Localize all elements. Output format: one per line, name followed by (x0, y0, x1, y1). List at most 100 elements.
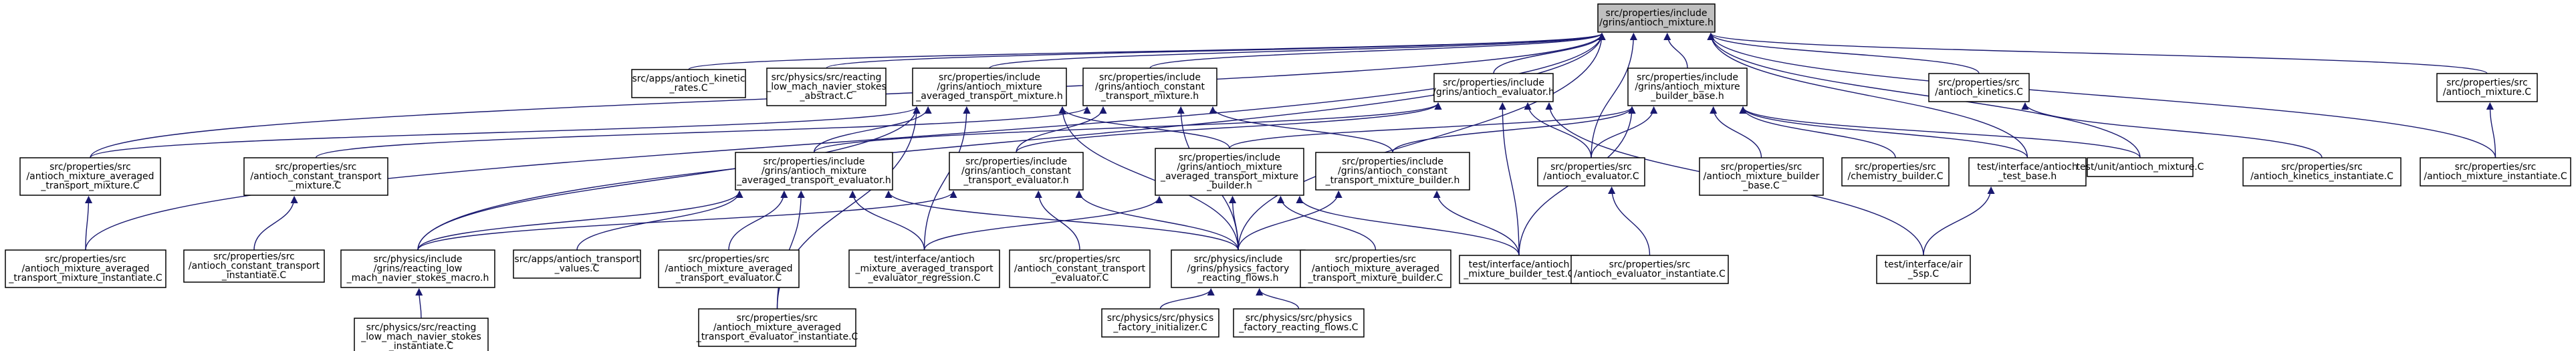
dependency-edge (1159, 287, 1215, 310)
file-node[interactable]: src/properties/include/grins/antioch_mix… (735, 152, 893, 191)
node-label-line: /grins/antioch_constant (961, 166, 1071, 177)
dependency-edge (576, 190, 743, 251)
file-node[interactable]: src/properties/src/chemistry_builder.C (1841, 157, 1950, 187)
dependency-edge (1493, 32, 1606, 74)
file-node[interactable]: src/properties/src/antioch_mixture_avera… (696, 308, 858, 347)
file-node[interactable]: src/properties/include/grins/antioch_mix… (1627, 68, 1748, 106)
file-node[interactable]: src/physics/src/reacting_low_mach_navier… (354, 318, 489, 351)
file-node[interactable]: src/properties/include/grins/antioch_eva… (1433, 73, 1554, 102)
file-node[interactable]: src/properties/include/grins/antioch_con… (949, 152, 1084, 191)
file-node[interactable]: src/properties/src/antioch_mixture_build… (1699, 157, 1824, 196)
node-label-line: _mixture_averaged_transport (854, 263, 993, 274)
dependency-edge (1739, 106, 1896, 158)
node-box (1570, 255, 1729, 284)
node-label-line: src/properties/src (1609, 259, 1691, 270)
file-node[interactable]: test/interface/antioch_test_base.h (1968, 157, 2087, 187)
dependency-edge (1433, 190, 1520, 256)
node-label-line: _evaluator.C (1050, 273, 1109, 283)
dependency-edge (1498, 102, 1520, 256)
node-label-line: _mixture_builder_test.C (1463, 269, 1574, 279)
node-box (631, 69, 746, 98)
file-node[interactable]: src/properties/include/grins/antioch_mix… (912, 68, 1067, 106)
node-label-line: _low_mach_navier_stokes (360, 332, 481, 342)
node-label-line: src/properties/src (1938, 78, 2020, 88)
node-label-line: src/properties/include (763, 156, 864, 167)
file-node[interactable]: src/apps/antioch_kinetic_rates.C (631, 69, 746, 98)
dependency-edge (1016, 106, 1107, 153)
file-node[interactable]: test/interface/antioch_mixture_builder_t… (1459, 255, 1579, 284)
node-label-line: src/properties/src (737, 313, 818, 324)
file-node[interactable]: test/unit/antioch_mixture.C (2077, 157, 2204, 177)
file-node[interactable]: src/properties/include/grins/antioch_mix… (1155, 148, 1304, 196)
dependency-edge (1296, 195, 1520, 256)
file-node[interactable]: src/properties/src/antioch_mixture_insta… (2420, 157, 2571, 187)
file-node[interactable]: src/properties/src/antioch_evaluator_ins… (1570, 255, 1729, 284)
file-node[interactable]: src/physics/src/physics_factory_reacting… (1233, 308, 1365, 338)
node-box (1627, 68, 1748, 106)
node-label-line: src/properties/src (688, 254, 770, 265)
file-node[interactable]: src/physics/src/physics_factory_initiali… (1101, 308, 1219, 338)
file-node[interactable]: src/properties/src/antioch_kinetics_inst… (2242, 157, 2402, 187)
node-box (340, 249, 495, 288)
file-node[interactable]: src/properties/src/antioch_mixture.C (2436, 73, 2538, 102)
node-label-line: _low_mach_navier_stokes (766, 82, 887, 92)
file-node[interactable]: src/physics/include/grins/physics_factor… (1171, 249, 1306, 288)
file-node[interactable]: src/properties/include/grins/antioch_con… (1315, 152, 1470, 191)
node-label-line: src/properties/include (1637, 72, 1738, 83)
node-box (1841, 157, 1950, 187)
node-box (2242, 157, 2402, 187)
file-node[interactable]: src/properties/src/antioch_constant_tran… (1009, 249, 1151, 288)
node-label-line: src/properties/src (49, 162, 131, 172)
node-label-line: /antioch_mixture_averaged (26, 171, 154, 182)
file-node[interactable]: src/physics/src/reacting_low_mach_navier… (766, 68, 887, 106)
file-node[interactable]: src/properties/src/antioch_mixture_avera… (5, 249, 166, 288)
file-node[interactable]: src/properties/src/antioch_mixture_avera… (1300, 249, 1451, 288)
node-label-line: /antioch_kinetics.C (1935, 87, 2023, 98)
file-node[interactable]: src/properties/src/antioch_kinetics.C (1928, 73, 2030, 102)
node-box (848, 249, 1000, 288)
dependency-edge (1209, 106, 1393, 153)
root-file-node[interactable]: src/properties/include/grins/antioch_mix… (1597, 3, 1716, 33)
dependency-edge (1707, 32, 2488, 74)
dependency-edge (813, 106, 932, 153)
node-label-line: _builder_base.h (1650, 91, 1724, 102)
file-node[interactable]: src/properties/src/antioch_mixture_avera… (19, 157, 161, 196)
file-node[interactable]: test/interface/antioch_mixture_averaged_… (848, 249, 1000, 288)
dependency-edge (1238, 32, 1606, 251)
file-node[interactable]: src/properties/src/antioch_mixture_avera… (658, 249, 800, 288)
node-label-line: src/physics/src/physics (1107, 313, 1213, 324)
node-label-line: _mach_navier_stokes_macro.h (346, 273, 489, 283)
node-label-line: src/properties/include (1605, 8, 1707, 19)
node-label-line: _mixture.C (290, 181, 342, 191)
nodes-layer: src/properties/include/grins/antioch_mix… (5, 3, 2571, 351)
node-box (1459, 255, 1579, 284)
file-node[interactable]: src/properties/src/antioch_evaluator.C (1537, 157, 1645, 187)
dependency-edge (1710, 106, 1762, 158)
file-node[interactable]: src/properties/src/antioch_constant_tran… (243, 157, 388, 196)
node-label-line: src/properties/include (939, 72, 1040, 83)
node-label-line: test/interface/antioch (1977, 162, 2078, 172)
dependency-edge (1739, 106, 2028, 158)
dependency-edge (1707, 32, 2028, 158)
node-label-line: _reacting_flows.h (1197, 273, 1279, 283)
node-label-line: _transport_evaluator.C (675, 273, 782, 283)
file-node[interactable]: src/apps/antioch_transport_values.C (513, 249, 641, 279)
file-node[interactable]: src/properties/src/antioch_constant_tran… (183, 249, 325, 283)
node-label-line: /antioch_mixture.C (2443, 87, 2531, 98)
dependency-edge (923, 195, 1163, 251)
file-node[interactable]: src/properties/include/grins/antioch_con… (1082, 68, 1217, 106)
dependency-edge (1229, 106, 1636, 149)
dependency-edge (1016, 102, 1442, 153)
node-label-line: _transport_mixture_builder.C (1308, 273, 1443, 283)
node-label-line: _builder.h (1206, 181, 1252, 191)
node-label-line: test/interface/antioch (874, 254, 975, 265)
dependency-edge (1608, 186, 1651, 256)
dependency-edge (688, 32, 1606, 70)
node-label-line: src/properties/include (965, 156, 1067, 167)
file-node[interactable]: src/physics/include/grins/reacting_low_m… (340, 249, 495, 288)
dependency-edge (417, 106, 921, 251)
node-label-line: _base.C (1742, 181, 1780, 191)
dependency-edge (1058, 106, 1239, 251)
file-node[interactable]: test/interface/air_5sp.C (1876, 255, 1971, 284)
node-box (1928, 73, 2030, 102)
